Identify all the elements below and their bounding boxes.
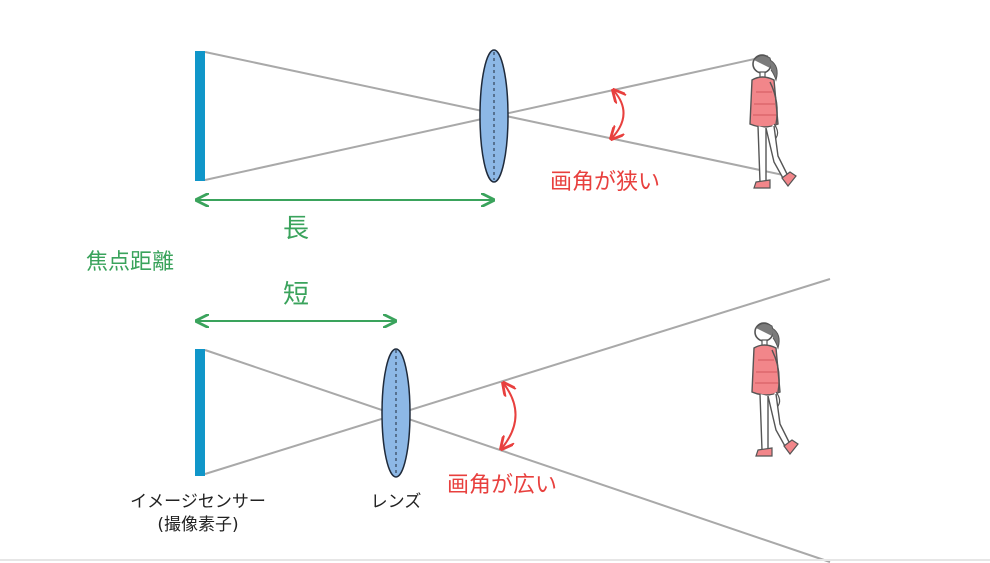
bottom-diagram (195, 278, 831, 563)
lens (479, 49, 509, 183)
person-standing-icon (749, 54, 797, 189)
focal-length-label: 焦点距離 (86, 250, 175, 275)
wide-angle-label: 画角が広い (447, 473, 558, 498)
top-diagram (195, 49, 797, 200)
image-sensor (195, 51, 205, 181)
sensor-label-line1: イメージセンサー (130, 492, 266, 512)
bottom-divider (0, 559, 990, 561)
ray-line (204, 349, 831, 563)
angle-arc (502, 384, 517, 448)
ray-line (204, 278, 831, 475)
angle-arc (612, 91, 624, 138)
image-sensor (195, 349, 205, 476)
sensor-label-line2: (撮像素子) (157, 514, 239, 535)
sensor-label: イメージセンサー (撮像素子) (113, 491, 283, 537)
short-label: 短 (283, 280, 310, 310)
narrow-angle-label: 画角が狭い (550, 170, 661, 195)
person-standing-icon (751, 322, 799, 457)
lens-label: レンズ (370, 492, 422, 512)
long-label: 長 (283, 214, 310, 244)
